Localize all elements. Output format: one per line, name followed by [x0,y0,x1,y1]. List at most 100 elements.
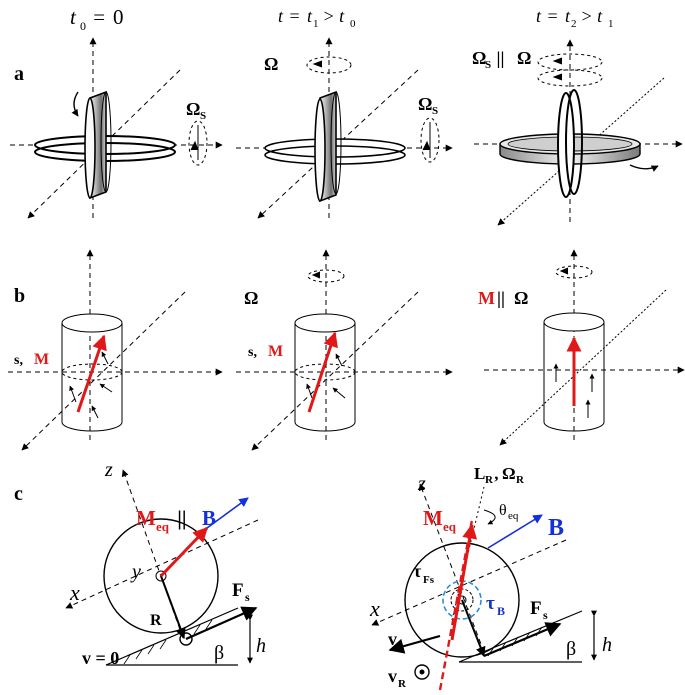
time-header-2-sub2: 1 [608,18,614,30]
time-header-0-t: t [70,5,77,29]
panel-label-a: a [14,63,24,85]
row-c-right-lr: L [474,464,485,483]
meq-arrow [159,526,209,578]
row-b-m-label: M [34,351,49,368]
row-c-left-meq-sub: eq [156,519,170,534]
time-header-2: t = t 2 > t 1 [536,6,614,30]
row-c-right [371,483,597,691]
omega-s-loop [188,120,208,166]
row-a-panel-1 [10,37,223,219]
incline-hatch [487,621,555,657]
row-c-left-fs-sub: s [245,590,250,604]
row-c-right-lr-sub: R [485,474,494,486]
time-header-1-sub: 1 [313,18,319,30]
time-header-1-rhs: t [307,6,313,26]
axis-z [418,483,485,653]
row-c-left-fs: F [232,580,244,601]
incline [105,607,239,666]
magnetization-arrow [76,334,107,413]
time-header-2-rhs: t [565,6,571,26]
row-c-right-tau-fs-sub: Fs [423,574,435,586]
b-arrow [487,514,543,549]
row-c-right-tau-b: τ [486,593,495,614]
time-header-0: t 0 = 0 [70,5,124,33]
row-a-panel-3 [474,39,683,226]
omega-loop [307,269,345,283]
row-c-left-meq: M [136,506,156,530]
panel-label-b: b [14,285,25,307]
axis-y [251,291,419,451]
omega-s-tip [422,140,431,151]
axis-y [499,289,667,446]
ring-rotated-back [565,89,583,195]
spin-arrow [99,383,113,393]
row-c-left-par: || [172,506,192,530]
omega-tip [312,60,323,68]
time-header-2-tail: > t [576,6,603,26]
cylinder-mid-loop [61,363,123,381]
cylinder-top [61,313,123,333]
time-header-2-t: t [536,6,542,26]
time-header-1-t: t [278,6,284,26]
panel-label-c: c [14,483,23,505]
ring-vertical-front [314,98,326,202]
row-a-parallel-mid: || [492,48,509,68]
omega-s-tip [190,140,199,151]
row-b-m-parallel-lhs: M [478,288,495,308]
row-b-s-label: s, [14,353,23,368]
row-c-right-z: z [417,473,426,495]
row-b-omega-label: Ω [244,288,258,308]
row-c-right-beta: β [566,638,576,660]
row-b-m-label-2: M [268,343,283,360]
row-c-right-vr: v [388,666,397,686]
radius-vector [461,599,486,657]
theta-arc [483,509,496,525]
row-a-omega-s-sub-2: S [432,105,438,117]
axis-y [497,77,665,226]
row-b-panel-2 [236,249,453,451]
row-c-left-b: B [202,506,216,530]
row-c-right-v: v [388,629,397,649]
cylinder-bottom [61,421,123,432]
omega-s-tip [552,57,563,65]
spin-arrow [306,383,313,399]
omega-s-loop [420,117,440,163]
row-c-left-x: x [69,580,80,605]
row-c-left-y: y [130,561,141,583]
rotation-arrow [629,164,659,172]
spin-arrow [332,387,346,399]
row-c-right-theta-sub: eq [508,510,519,522]
fs-arrow [185,606,258,641]
time-header-0-eq: = [88,5,110,29]
magnetization-arrow [307,331,338,413]
fs-arrow [483,622,562,658]
time-header-2-eq: = [543,6,562,26]
ring-vertical-front [84,97,96,199]
vr-dot [419,669,425,675]
row-c-right-h: h [602,634,612,656]
row-c-right-fs: F [530,598,542,619]
omega-loop [306,56,352,74]
row-c-right-tau-b-sub: B [497,604,505,618]
time-header-1-tail: > t [318,6,345,26]
spin-arrow [335,353,343,367]
spin-arrow [101,351,109,365]
row-c-left-h: h [256,635,266,657]
row-a-parallel-rhs: Ω [517,48,531,68]
time-header-1: t = t 1 > t 0 [278,6,356,30]
cylinder-bottom [543,421,605,432]
row-a-omega-s-label: Ω [186,99,200,119]
row-c-right-lr-comma: , [490,464,503,483]
row-c-left-z: z [104,459,113,481]
row-a-panel-2 [236,37,453,219]
row-c-right-b: B [548,515,564,541]
row-a-parallel-lhs: Ω [472,48,486,68]
row-c-right-meq-sub: eq [443,519,457,534]
row-a-parallel-sub: S [485,59,491,71]
row-c-right-x: x [369,596,380,621]
spin-arrow [69,385,77,403]
row-c-left-r: R [150,612,162,629]
time-header-1-eq: = [285,6,304,26]
sphere [103,518,219,634]
row-c-left-beta: β [214,642,224,664]
